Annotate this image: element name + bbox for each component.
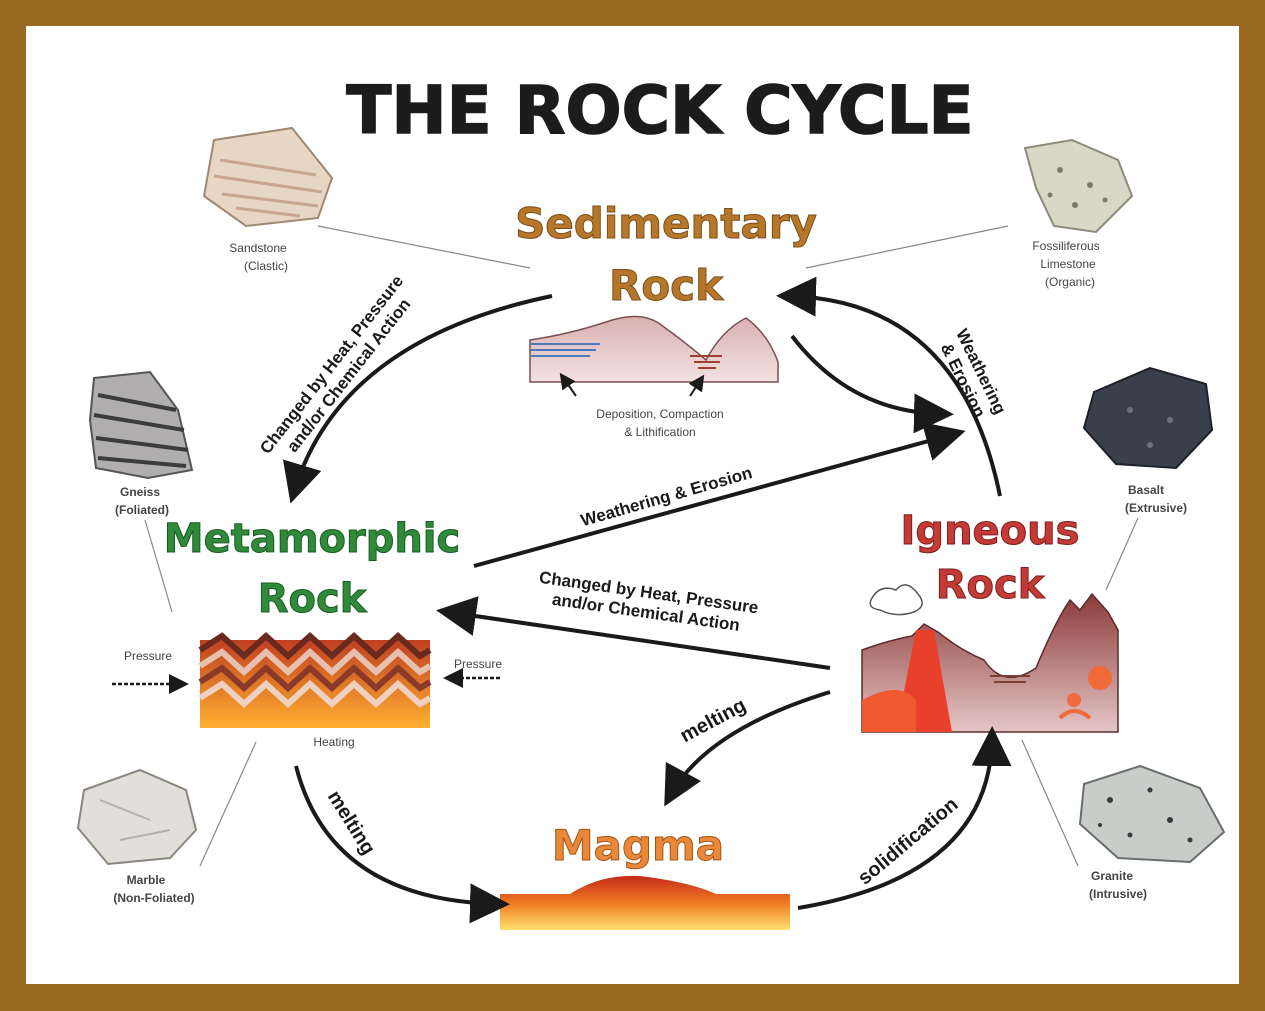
gneiss-name: Gneiss <box>120 485 160 499</box>
pressure-right-label: Pressure <box>454 657 502 671</box>
marble-type: (Non-Foliated) <box>113 891 194 905</box>
meta-to-sed-arrow <box>474 434 954 566</box>
granite-type: (Intrusive) <box>1089 887 1147 901</box>
marble-sample-icon <box>78 770 196 864</box>
magma-illustration <box>500 876 790 930</box>
igneous-heading: Igneous <box>901 508 1080 554</box>
basalt-sample-icon <box>1084 368 1212 468</box>
granite-name: Granite <box>1091 869 1133 883</box>
magma-to-ign-arrow <box>798 738 992 908</box>
limestone-sample-icon <box>1025 140 1132 232</box>
pressure-left-label: Pressure <box>124 649 172 663</box>
gneiss-type: (Foliated) <box>115 503 169 517</box>
sed-to-erosion-arrow <box>792 336 942 414</box>
limestone-type: (Organic) <box>1045 275 1095 289</box>
granite-sample-icon <box>1080 766 1224 862</box>
sandstone-name: Sandstone <box>229 241 287 255</box>
heating-label: Heating <box>313 735 354 749</box>
deposition-label-2: & Lithification <box>624 425 695 439</box>
limestone-name: Fossiliferous <box>1032 239 1099 253</box>
metamorphic-heading-2: Rock <box>258 576 368 622</box>
ign-to-magma-label: melting <box>677 694 750 747</box>
meta-to-magma-label: melting <box>323 787 379 859</box>
basalt-type: (Extrusive) <box>1125 501 1187 515</box>
page-title: THE ROCK CYCLE <box>346 72 973 149</box>
basalt-name: Basalt <box>1128 483 1164 497</box>
ign-to-magma-arrow <box>670 692 830 796</box>
meta-to-magma-arrow <box>296 766 498 904</box>
limestone-name-2: Limestone <box>1040 257 1096 271</box>
magma-heading: Magma <box>552 821 724 870</box>
sedimentary-illustration <box>530 316 778 396</box>
sed-to-meta-label-2: and/or Chemical Action <box>283 295 414 456</box>
sedimentary-heading-2: Rock <box>609 261 724 310</box>
marble-name: Marble <box>127 873 166 887</box>
metamorphic-heading: Metamorphic <box>164 516 460 562</box>
sedimentary-heading: Sedimentary <box>515 199 817 248</box>
sandstone-sample-icon <box>204 128 332 226</box>
sandstone-type: (Clastic) <box>244 259 288 273</box>
gneiss-sample-icon <box>90 372 192 478</box>
deposition-label: Deposition, Compaction <box>596 407 723 421</box>
igneous-heading-2: Rock <box>936 562 1046 608</box>
